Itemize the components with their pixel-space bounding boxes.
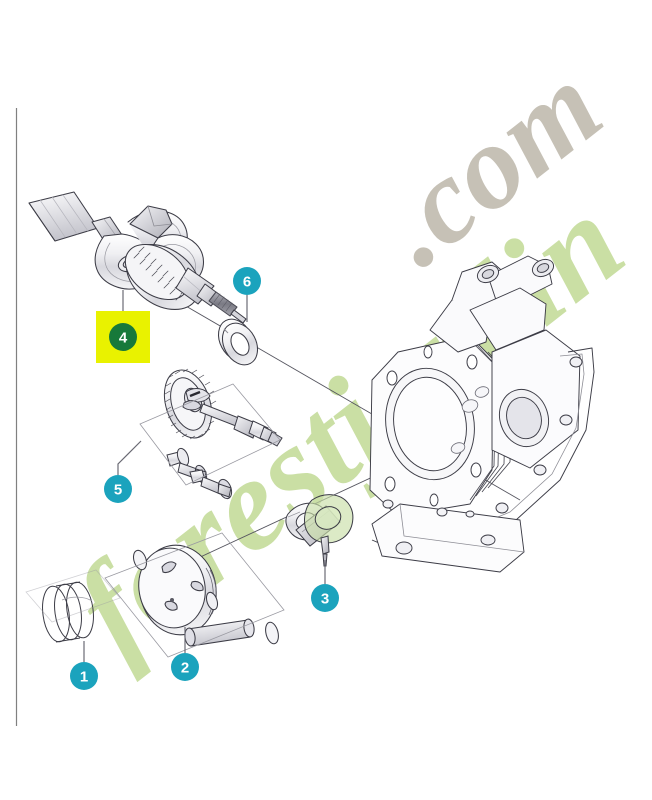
callout-2-circle[interactable]	[171, 653, 199, 681]
callout-4-circle[interactable]	[109, 323, 137, 351]
callout-3-circle[interactable]	[311, 584, 339, 612]
callout-1-circle[interactable]	[70, 662, 98, 690]
callout-6-circle[interactable]	[233, 267, 261, 295]
piston-ring-set-part	[25, 569, 121, 643]
callout-4[interactable]: 4	[96, 290, 150, 363]
crankshaft-part	[28, 191, 247, 324]
callout-5-leader	[117, 440, 142, 475]
oil-seal-part	[217, 318, 259, 366]
callout-5[interactable]: 5	[104, 440, 142, 503]
callout-5-circle[interactable]	[104, 475, 132, 503]
callout-3[interactable]: 3	[311, 560, 339, 612]
crankcase-block-part	[369, 255, 595, 573]
camshaft-assembly-part	[139, 368, 283, 500]
callout-1[interactable]: 1	[70, 641, 98, 690]
piston-part	[104, 532, 285, 658]
connecting-rod-part	[285, 494, 354, 567]
